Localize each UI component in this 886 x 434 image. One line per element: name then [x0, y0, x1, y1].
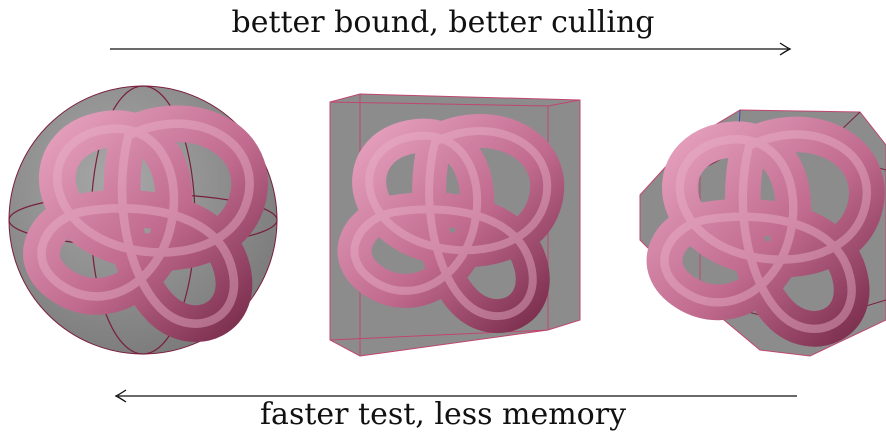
knot-box [355, 131, 548, 316]
bottom-arrow [114, 389, 797, 403]
top-arrow [110, 42, 792, 56]
top-caption: better bound, better culling [231, 5, 655, 40]
bounding-box-panel [329, 93, 581, 357]
k-dop-panel [639, 109, 886, 357]
knot-sphere [41, 124, 249, 324]
knot-kdop [664, 134, 866, 328]
bounding-sphere-panel [8, 85, 278, 355]
bottom-caption: faster test, less memory [259, 397, 627, 432]
